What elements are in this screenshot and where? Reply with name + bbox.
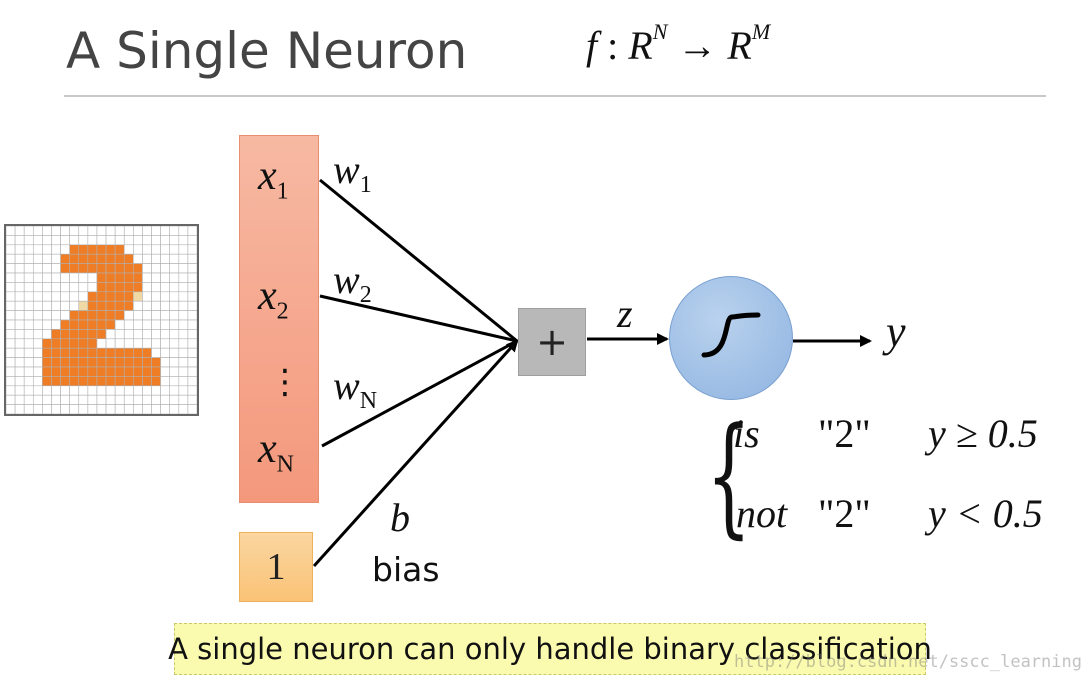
- weight-b: b: [390, 495, 410, 540]
- z-label: z: [617, 291, 633, 336]
- formula-colon: :: [607, 23, 619, 68]
- input-ellipsis: ⋮: [268, 362, 302, 402]
- formula-r-domain: R: [628, 23, 653, 68]
- weight-wn: wN: [333, 362, 377, 415]
- formula-arrow: →: [677, 23, 718, 68]
- decision-ineq-1: y ≥ 0.5: [928, 411, 1038, 456]
- bias-input: 1: [239, 532, 313, 602]
- caption-box: A single neuron can only handle binary c…: [168, 623, 932, 675]
- decision-ineq-2: y < 0.5: [928, 491, 1043, 536]
- sum-node: +: [518, 308, 586, 376]
- decision-cond-not: not: [736, 491, 788, 536]
- input-x2-sub: 2: [276, 298, 289, 325]
- digit-image: [4, 224, 199, 416]
- decision-cond-is: is: [733, 411, 760, 456]
- weight-w2-sub: 2: [359, 282, 372, 308]
- input-xn-sub: N: [276, 451, 294, 478]
- decision-brace: {: [706, 399, 752, 551]
- edge-x2: [319, 294, 518, 343]
- decision-class-1: "2": [818, 411, 871, 456]
- input-xn-var: x: [258, 426, 277, 472]
- sigmoid-icon: [701, 312, 761, 358]
- edge-x1: [319, 178, 518, 343]
- edge-bias: [312, 339, 519, 568]
- bias-label: bias: [372, 550, 440, 589]
- input-x2: x2: [258, 272, 289, 325]
- input-x1: x1: [258, 152, 289, 205]
- formula-f: f: [586, 23, 598, 68]
- activation-neuron: [669, 276, 793, 400]
- weight-wn-sub: N: [359, 388, 378, 414]
- formula-r-codomain: R: [727, 23, 752, 68]
- input-x1-var: x: [258, 153, 277, 199]
- input-x1-sub: 1: [276, 178, 289, 205]
- weight-wn-var: w: [333, 363, 360, 408]
- formula-sup-m: M: [751, 18, 771, 44]
- input-vector: [239, 135, 319, 503]
- digit-pixel-grid: [5, 225, 198, 415]
- output-y: y: [886, 307, 906, 356]
- weight-w1: w1: [333, 146, 372, 199]
- decision-class-2: "2": [818, 491, 871, 536]
- mapping-formula: f : RN → RM: [586, 18, 771, 69]
- weight-w1-var: w: [333, 147, 360, 192]
- weight-w1-sub: 1: [359, 172, 372, 198]
- formula-sup-n: N: [652, 18, 668, 44]
- title-divider: [64, 95, 1046, 97]
- watermark: http://blog.csdn.net/sscc_learning: [734, 652, 1082, 672]
- edge-xn: [321, 339, 518, 448]
- input-x2-var: x: [258, 273, 277, 319]
- page-title: A Single Neuron: [66, 22, 468, 80]
- input-xn: xN: [258, 425, 294, 478]
- weight-w2: w2: [333, 256, 372, 309]
- weight-w2-var: w: [333, 257, 360, 302]
